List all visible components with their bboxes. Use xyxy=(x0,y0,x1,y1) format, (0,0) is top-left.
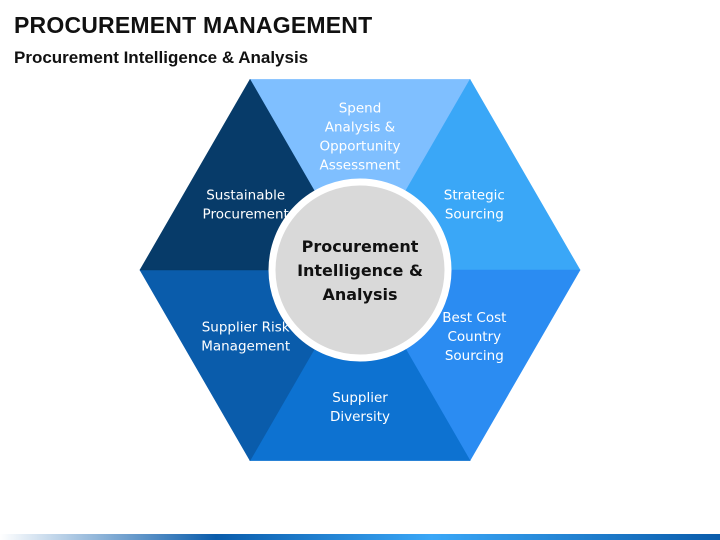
segment-label-line: Supplier Risk xyxy=(202,320,290,336)
segment-label-line: Opportunity xyxy=(319,138,400,154)
segment-label-line: Sourcing xyxy=(445,348,504,364)
segment-label-line: Procurement xyxy=(203,207,289,223)
hub-label-line: Intelligence & xyxy=(297,261,423,280)
segment-label-line: Supplier xyxy=(332,390,388,406)
segment-label-line: Best Cost xyxy=(442,310,506,326)
page-subtitle: Procurement Intelligence & Analysis xyxy=(14,48,309,67)
segment-label-line: Analysis & xyxy=(325,119,396,135)
segment-label-line: Sustainable xyxy=(206,188,285,204)
hub-label-line: Analysis xyxy=(322,285,397,304)
segment-label-line: Country xyxy=(447,329,501,345)
hub-label-line: Procurement xyxy=(302,237,419,256)
hub-circle xyxy=(268,178,452,362)
footer-gradient-bar xyxy=(0,534,720,540)
page-title: PROCUREMENT MANAGEMENT xyxy=(14,12,373,38)
segment-label-line: Assessment xyxy=(320,157,401,173)
segment-label-line: Diversity xyxy=(330,409,390,425)
segment-label-line: Sourcing xyxy=(445,207,504,223)
segment-label-line: Spend xyxy=(339,100,382,116)
segment-label-line: Management xyxy=(201,339,290,355)
segment-label-line: Strategic xyxy=(444,188,505,204)
